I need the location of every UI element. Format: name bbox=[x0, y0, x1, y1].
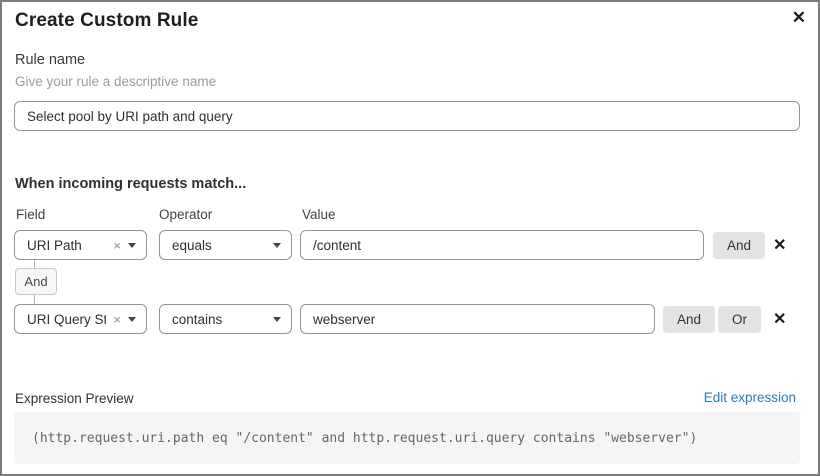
chevron-down-icon bbox=[128, 242, 136, 248]
expression-preview-label: Expression Preview bbox=[15, 391, 134, 406]
chevron-down-icon bbox=[273, 242, 281, 248]
expression-code-block: (http.request.uri.path eq "/content" and… bbox=[14, 412, 800, 464]
value-column-label: Value bbox=[302, 207, 336, 222]
value-input-row2[interactable] bbox=[300, 304, 655, 334]
operator-column-label: Operator bbox=[159, 207, 213, 222]
chevron-down-icon bbox=[273, 316, 281, 322]
rule-name-label: Rule name bbox=[15, 52, 86, 68]
add-or-button-row2[interactable]: Or bbox=[718, 306, 761, 333]
field-select-row1-value: URI Path bbox=[27, 237, 82, 253]
clear-icon[interactable]: × bbox=[113, 237, 121, 253]
add-and-button-row1[interactable]: And bbox=[713, 232, 766, 259]
operator-select-row2[interactable]: contains bbox=[159, 304, 292, 334]
connector-line bbox=[34, 295, 35, 304]
dialog-title: Create Custom Rule bbox=[15, 10, 199, 31]
edit-expression-link[interactable]: Edit expression bbox=[703, 390, 796, 405]
remove-row2-icon[interactable]: ✕ bbox=[773, 311, 787, 328]
field-select-row1[interactable]: URI Path × bbox=[14, 230, 147, 260]
rule-name-input[interactable] bbox=[14, 101, 800, 131]
and-connector-badge: And bbox=[15, 268, 57, 295]
operator-select-row2-value: contains bbox=[172, 311, 223, 327]
connector-line bbox=[34, 260, 35, 269]
expression-code: (http.request.uri.path eq "/content" and… bbox=[32, 430, 698, 446]
add-and-button-row2[interactable]: And bbox=[663, 306, 716, 333]
close-icon[interactable]: ✕ bbox=[791, 8, 806, 27]
value-input-row1[interactable] bbox=[300, 230, 704, 260]
operator-select-row1-value: equals bbox=[172, 237, 212, 253]
field-select-row2-value: URI Query St... bbox=[27, 311, 107, 327]
field-column-label: Field bbox=[16, 207, 46, 222]
rule-name-hint: Give your rule a descriptive name bbox=[15, 74, 217, 89]
remove-row1-icon[interactable]: ✕ bbox=[773, 237, 787, 254]
match-heading: When incoming requests match... bbox=[15, 176, 247, 192]
chevron-down-icon bbox=[128, 316, 136, 322]
clear-icon[interactable]: × bbox=[113, 311, 121, 327]
operator-select-row1[interactable]: equals bbox=[159, 230, 292, 260]
field-select-row2[interactable]: URI Query St... × bbox=[14, 304, 147, 334]
